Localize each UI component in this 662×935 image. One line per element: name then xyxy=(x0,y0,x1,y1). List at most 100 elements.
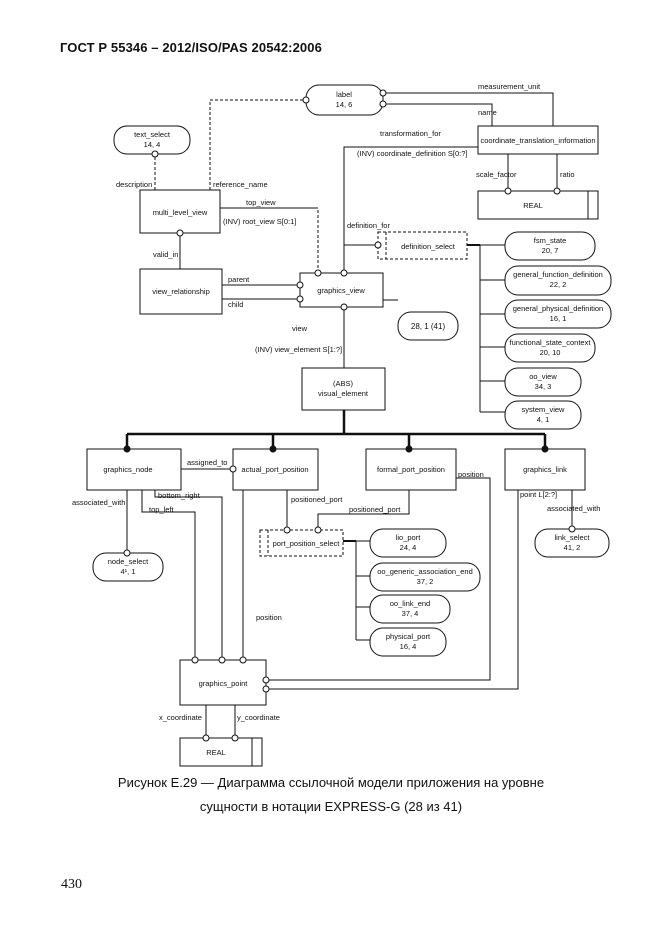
physical-port-name: physical_port xyxy=(386,632,431,641)
graphics-node-name: graphics_node xyxy=(103,465,152,474)
rel-scale-factor: scale_factor xyxy=(476,170,517,179)
def-select-name: definition_select xyxy=(401,242,456,251)
gfd-num: 22, 2 xyxy=(550,280,567,289)
rel-position-fpp: position xyxy=(458,470,484,479)
node-select-num: 4¹, 1 xyxy=(120,567,135,576)
figure-caption-line1: Рисунок Е.29 — Диаграмма ссылочной модел… xyxy=(117,775,545,790)
lio-port-num: 24, 4 xyxy=(400,543,417,552)
formal-port-box xyxy=(365,448,457,491)
rel-ratio: ratio xyxy=(560,170,575,179)
real-top-name: REAL xyxy=(523,201,543,210)
graphics-link-box xyxy=(504,448,586,491)
system-view-name: system_view xyxy=(522,405,566,414)
actual-port-box xyxy=(232,448,319,491)
graphics-node-box xyxy=(86,448,182,491)
real-bottom-name: REAL xyxy=(206,748,226,757)
lio-port-ref xyxy=(369,528,447,558)
oo-view-name: oo_view xyxy=(529,372,557,381)
rel-name: name xyxy=(478,108,497,117)
rel-associated-with-link: associated_with xyxy=(547,504,600,513)
oo-link-end-num: 37, 4 xyxy=(402,609,419,618)
node-select-name: node_select xyxy=(108,557,149,566)
physical-port-ref xyxy=(369,627,447,657)
rel-inv-view-element: (INV) view_element S[1:?] xyxy=(255,345,342,354)
rel-point-list: point L[2:?] xyxy=(520,490,557,499)
text-select-name: text_select xyxy=(134,130,171,139)
graphics-view-box xyxy=(299,272,384,308)
oo-link-end-name: oo_link_end xyxy=(390,599,430,608)
rel-bottom-right: bottom_right xyxy=(158,491,201,500)
express-g-diagram: label 14, 6 text_select 14, 4 coordinate… xyxy=(72,82,612,767)
rel-valid-in: valid_in xyxy=(153,250,178,259)
lio-port-name: lio_port xyxy=(396,533,422,542)
link-select-num: 41, 2 xyxy=(564,543,581,552)
rel-top-left: top_left xyxy=(149,505,175,514)
document-header: ГОСТ Р 55346 – 2012/ISO/PAS 20542:2006 xyxy=(60,40,322,55)
rel-y-coordinate: y_coordinate xyxy=(237,713,280,722)
rel-position-app: position xyxy=(256,613,282,622)
fsm-state-name: fsm_state xyxy=(534,236,567,245)
text-select-num: 14, 4 xyxy=(144,140,161,149)
link-select-name: link_select xyxy=(554,533,590,542)
oo-view-num: 34, 3 xyxy=(535,382,552,391)
oo-gae-ref xyxy=(369,562,481,592)
visual-element-box xyxy=(301,367,386,411)
physical-port-num: 16, 4 xyxy=(400,642,417,651)
rel-x-coordinate: x_coordinate xyxy=(159,713,202,722)
gpd-num: 16, 1 xyxy=(550,314,567,323)
graphics-view-name: graphics_view xyxy=(317,286,365,295)
rel-transformation-for: transformation_for xyxy=(380,129,441,138)
page-number: 430 xyxy=(61,877,82,892)
oo-view-ref xyxy=(504,367,582,397)
graphics-point-name: graphics_point xyxy=(199,679,249,688)
system-view-ref xyxy=(504,400,582,430)
visual-element-name: visual_element xyxy=(318,389,369,398)
oo-link-end-ref xyxy=(369,594,451,624)
coord-box xyxy=(477,125,599,155)
real-bottom-box xyxy=(179,737,263,767)
rel-definition-for: definition_for xyxy=(347,221,390,230)
visual-element-abs: (ABS) xyxy=(333,379,354,388)
rel-view: view xyxy=(292,324,308,333)
rel-inv-coord: (INV) coordinate_definition S[0:?] xyxy=(357,149,467,158)
gpd-ref xyxy=(504,299,612,329)
port-select-box xyxy=(259,529,344,557)
fsc-name: functional_state_context xyxy=(510,338,592,347)
rel-top-view: top_view xyxy=(246,198,276,207)
label-name: label xyxy=(336,90,352,99)
real-top-box xyxy=(477,190,599,220)
page-ref xyxy=(397,311,459,341)
rel-reference-name: reference_name xyxy=(213,180,268,189)
def-select-box xyxy=(377,231,468,260)
graphics-point-box xyxy=(179,659,267,706)
rel-associated-with-node: associated_with xyxy=(72,498,125,507)
gpd-name: general_physical_definition xyxy=(513,304,603,313)
rel-measurement-unit: measurement_unit xyxy=(478,82,541,91)
formal-port-name: formal_port_position xyxy=(377,465,445,474)
graphics-link-name: graphics_link xyxy=(523,465,567,474)
rel-positioned-port-2: positioned_port xyxy=(349,505,401,514)
rel-inv-root: (INV) root_view S[0:1] xyxy=(223,217,296,226)
system-view-num: 4, 1 xyxy=(537,415,550,424)
coord-name: coordinate_translation_information xyxy=(480,136,595,145)
gfd-ref xyxy=(504,265,612,296)
port-select-name: port_position_select xyxy=(273,539,341,548)
oo-gae-name: oo_generic_association_end xyxy=(377,567,473,576)
label-ref-num: 14, 6 xyxy=(336,100,353,109)
actual-port-name: actual_port_position xyxy=(241,465,308,474)
fsc-ref xyxy=(504,333,596,363)
fsm-state-ref xyxy=(504,231,596,261)
rel-child: child xyxy=(228,300,243,309)
view-rel-name: view_relationship xyxy=(152,287,210,296)
figure-caption-line2: сущности в нотации EXPRESS-G (28 из 41) xyxy=(199,799,463,814)
oo-gae-num: 37, 2 xyxy=(417,577,434,586)
mlv-box xyxy=(139,189,221,234)
gfd-name: general_function_definition xyxy=(513,270,603,279)
mlv-name: multi_level_view xyxy=(153,208,208,217)
rel-description: description xyxy=(116,180,152,189)
rel-assigned-to: assigned_to xyxy=(187,458,227,467)
rel-positioned-port: positioned_port xyxy=(291,495,343,504)
fsm-state-num: 20, 7 xyxy=(542,246,559,255)
page-ref-text: 28, 1 (41) xyxy=(411,322,446,331)
view-rel-box xyxy=(139,268,223,315)
